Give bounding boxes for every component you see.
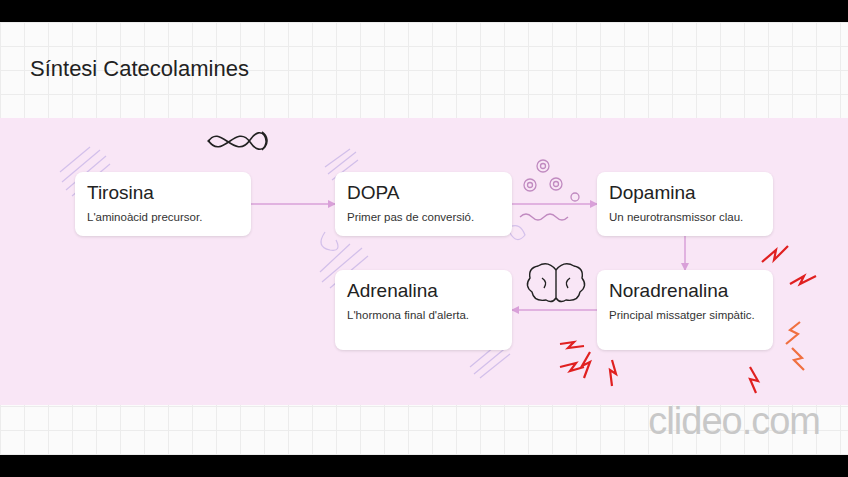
process-box: NoradrenalinaPrincipal missatger simpàti…	[597, 270, 773, 350]
box-heading: Adrenalina	[347, 280, 500, 302]
box-body: L'hormona final d'alerta.	[347, 308, 500, 323]
flow-arrow	[251, 203, 335, 205]
box-heading: DOPA	[347, 182, 500, 204]
doodles	[0, 22, 848, 455]
flow-arrow	[512, 203, 597, 205]
watermark: clideo.com	[648, 400, 820, 443]
pink-band	[0, 118, 848, 405]
process-box: AdrenalinaL'hormona final d'alerta.	[335, 270, 512, 350]
box-heading: Dopamina	[609, 182, 761, 204]
process-box: TirosinaL'aminoàcid precursor.	[75, 172, 251, 236]
box-body: L'aminoàcid precursor.	[87, 210, 239, 225]
box-body: Primer pas de conversió.	[347, 210, 500, 225]
flow-arrow	[684, 236, 686, 270]
box-heading: Noradrenalina	[609, 280, 761, 302]
box-body: Principal missatger simpàtic.	[609, 308, 761, 323]
box-heading: Tirosina	[87, 182, 239, 204]
connector-layer	[0, 22, 848, 455]
slide: clideo.com Síntesi CatecolaminesTirosina…	[0, 22, 848, 455]
slide-title: Síntesi Catecolamines	[30, 56, 249, 82]
process-box: Dopamina Un neurotransmissor clau.	[597, 172, 773, 236]
process-box: DOPA Primer pas de conversió.	[335, 172, 512, 236]
flow-arrow	[512, 309, 597, 311]
box-body: Un neurotransmissor clau.	[609, 210, 761, 225]
